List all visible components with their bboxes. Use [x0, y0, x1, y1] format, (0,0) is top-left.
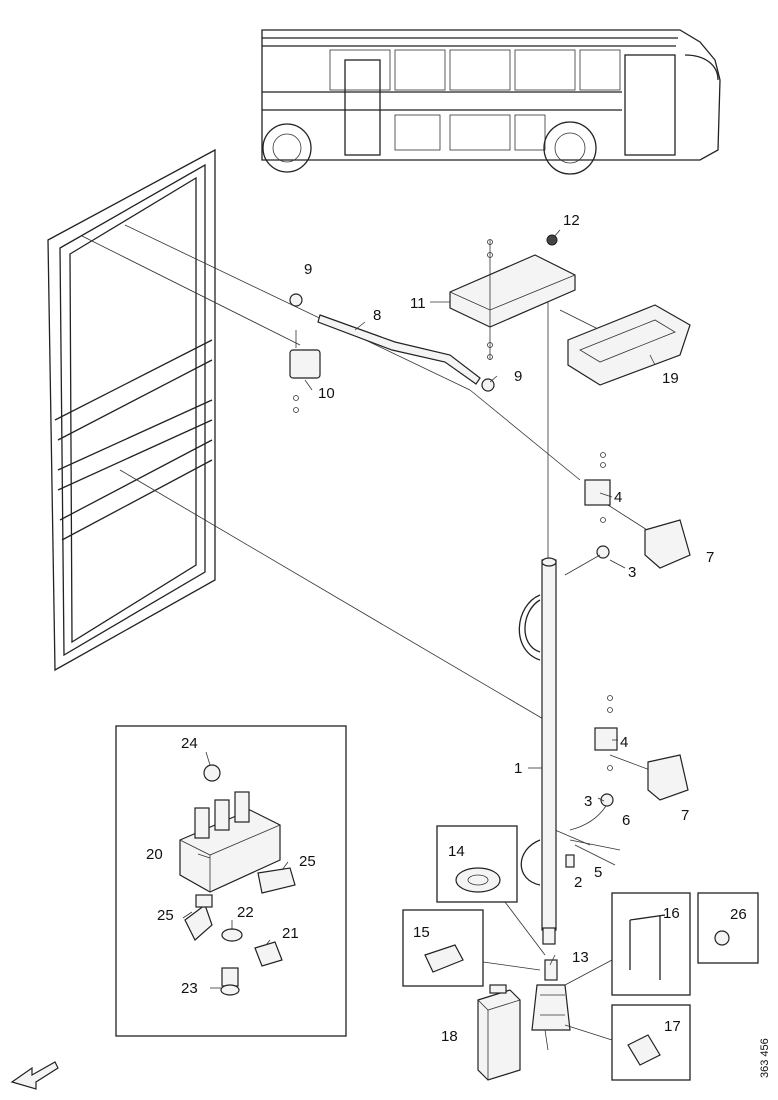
- detail-box-15: [402, 909, 541, 987]
- callout-15: 15: [413, 924, 430, 941]
- callout-8: 8: [373, 307, 381, 324]
- callout-12: 12: [563, 212, 580, 229]
- callout-20: 20: [146, 846, 163, 863]
- callout-24: 24: [181, 735, 198, 752]
- callout-9-upper: 9: [304, 261, 312, 278]
- detail-box-17: [564, 1004, 691, 1081]
- callout-23: 23: [181, 980, 198, 997]
- cover-tray: [567, 304, 691, 386]
- callout-9-lower: 9: [514, 368, 522, 385]
- callout-19: 19: [662, 370, 679, 387]
- callout-4-lower: 4: [620, 734, 628, 751]
- callout-2: 2: [574, 874, 582, 891]
- callout-26: 26: [730, 906, 747, 923]
- callout-leaders: [182, 229, 656, 989]
- callout-3-lower: 3: [584, 793, 592, 810]
- callout-5: 5: [594, 864, 602, 881]
- base-cylinder: [531, 959, 571, 1051]
- callout-17: 17: [664, 1018, 681, 1035]
- callout-10: 10: [318, 385, 335, 402]
- lower-brackets: [565, 695, 689, 868]
- callout-1: 1: [514, 760, 522, 777]
- detail-box-26: [697, 892, 759, 964]
- callout-4-upper: 4: [614, 489, 622, 506]
- rod-assembly: [289, 293, 495, 413]
- callout-18: 18: [441, 1028, 458, 1045]
- callout-13: 13: [572, 949, 589, 966]
- valve-inset: [115, 725, 347, 1037]
- reference-code: 363 456: [759, 1038, 771, 1078]
- callout-25-left: 25: [157, 907, 174, 924]
- callout-11: 11: [410, 295, 426, 312]
- callout-labels: 1 2 3 3 4 4 5 6 7 7 8 9 9 10 11 12 13 14…: [146, 212, 771, 1078]
- callout-6: 6: [622, 812, 630, 829]
- detail-box-16: [564, 892, 691, 996]
- bracket-plate: [449, 234, 576, 360]
- bus-illustration: [261, 29, 721, 175]
- direction-arrow-icon: [10, 1061, 59, 1090]
- callout-3-upper: 3: [628, 564, 636, 581]
- callout-21: 21: [282, 925, 299, 942]
- fluid-container: [477, 984, 521, 1081]
- leader-lines: [81, 224, 656, 846]
- main-shaft: [518, 557, 557, 945]
- detail-box-14: [436, 825, 546, 956]
- upper-brackets: [564, 452, 691, 576]
- callout-22: 22: [237, 904, 254, 921]
- callout-7-lower: 7: [681, 807, 689, 824]
- door-frame: [47, 148, 216, 672]
- callout-14: 14: [448, 843, 465, 860]
- callout-7-upper: 7: [706, 549, 714, 566]
- callout-16: 16: [663, 905, 680, 922]
- callout-25-right: 25: [299, 853, 316, 870]
